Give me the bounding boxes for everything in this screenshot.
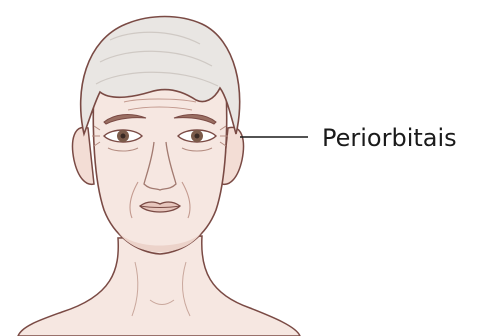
left-eye: [104, 130, 142, 142]
right-eye: [178, 130, 216, 142]
periorbital-label: Periorbitais: [322, 124, 457, 152]
left-ear: [73, 127, 94, 184]
